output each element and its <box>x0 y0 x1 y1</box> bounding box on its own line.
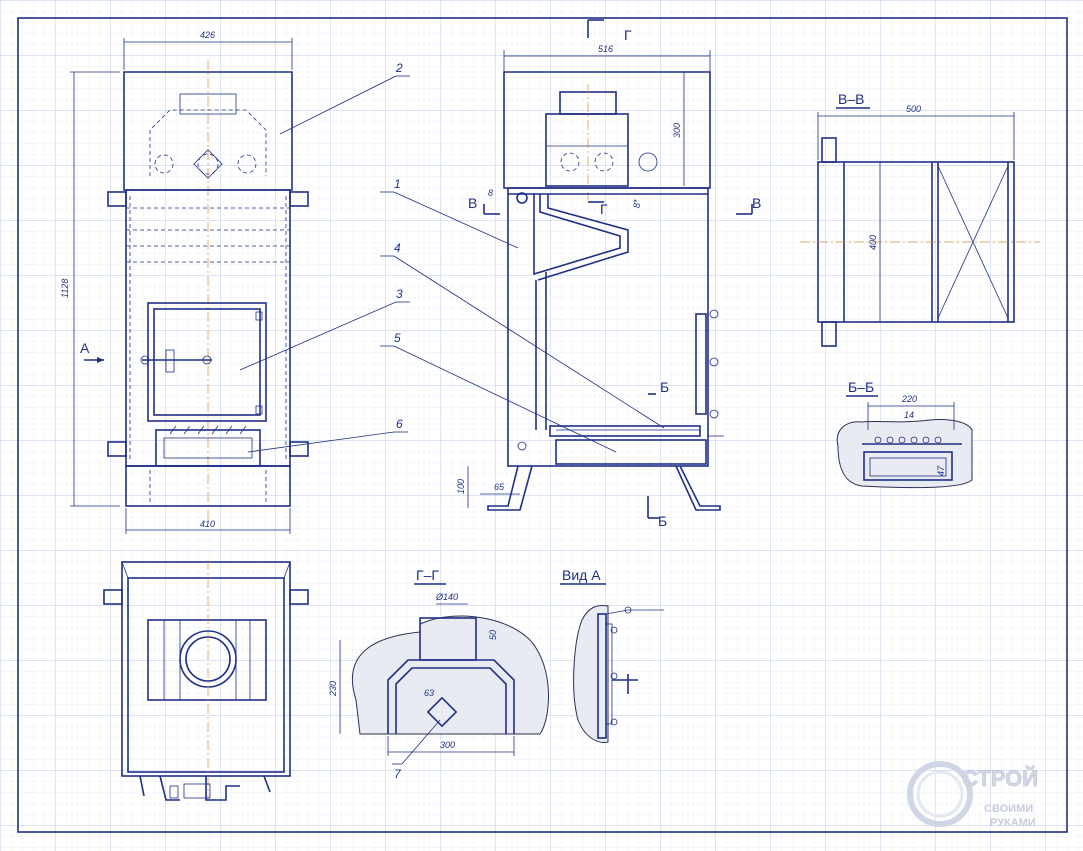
marker-b-top: Б <box>660 379 669 395</box>
logo-line1: СТРОЙ <box>962 766 1038 791</box>
dim-gg-height: 230 <box>328 681 338 697</box>
view-a: Вид А <box>560 567 664 743</box>
dim-bb-width: 220 <box>901 394 917 404</box>
callout-1: 1 <box>380 177 519 249</box>
svg-text:4: 4 <box>394 241 401 255</box>
view-a-title: Вид А <box>562 567 601 583</box>
dim-gg-pipe: Ø140 <box>435 592 458 602</box>
section-bb: Б–Б 220 14 47 <box>836 379 973 489</box>
dim-side-width: 516 <box>598 44 613 54</box>
marker-g-mid: Г <box>600 201 608 217</box>
dim-bb-height: 47 <box>936 465 946 476</box>
svg-text:5: 5 <box>394 331 401 345</box>
marker-g-top: Г <box>624 27 632 43</box>
svg-text:2: 2 <box>395 61 403 75</box>
front-view: 426 <box>60 30 309 534</box>
marker-a: А <box>80 340 90 356</box>
dim-front-bottom-width: 410 <box>200 519 215 529</box>
logo: СТРОЙ СВОИМИ РУКАМИ <box>907 761 1038 829</box>
marker-b-bottom: Б <box>658 513 667 529</box>
sheet-frame <box>17 17 1068 833</box>
marker-v-left: В <box>468 195 477 211</box>
section-vv: В–В 500 400 <box>800 91 1040 347</box>
callout-4: 4 <box>380 241 665 429</box>
callout-7: 7 <box>394 767 402 781</box>
callout-5: 5 <box>380 331 617 453</box>
dim-gg-square: 63 <box>424 688 434 698</box>
dim-front-top-width: 426 <box>200 30 215 40</box>
section-vv-title: В–В <box>838 91 864 107</box>
dim-side-top-height: 300 <box>672 123 682 138</box>
dim-side-8a: 8 <box>488 188 493 198</box>
side-section: 516 Г 300 <box>456 19 761 529</box>
dim-gg-pipe-height: 50 <box>488 630 498 640</box>
section-gg: Г–Г Ø140 50 230 300 63 7 <box>328 567 549 781</box>
logo-line2: СВОИМИ <box>984 803 1033 815</box>
section-gg-title: Г–Г <box>416 567 439 583</box>
dim-gg-width: 300 <box>440 740 455 750</box>
section-bb-title: Б–Б <box>848 379 874 395</box>
marker-v-right: В <box>752 195 761 211</box>
logo-line3: РУКАМИ <box>990 817 1036 829</box>
dim-vv-width: 500 <box>906 104 921 114</box>
callout-3: 3 <box>239 287 410 371</box>
svg-text:6: 6 <box>396 417 403 431</box>
dim-side-leg-height: 100 <box>456 479 466 494</box>
dim-side-8b: 8* <box>632 199 642 208</box>
dim-vv-height: 400 <box>868 235 878 250</box>
dim-side-leg-width: 65 <box>494 482 505 492</box>
dim-bb-pitch: 14 <box>904 410 914 420</box>
callout-2: 2 <box>279 61 410 135</box>
svg-text:1: 1 <box>394 177 401 191</box>
callout-6: 6 <box>247 417 408 453</box>
top-view <box>103 560 309 801</box>
svg-text:3: 3 <box>396 287 403 301</box>
dim-front-height: 1128 <box>60 279 70 298</box>
